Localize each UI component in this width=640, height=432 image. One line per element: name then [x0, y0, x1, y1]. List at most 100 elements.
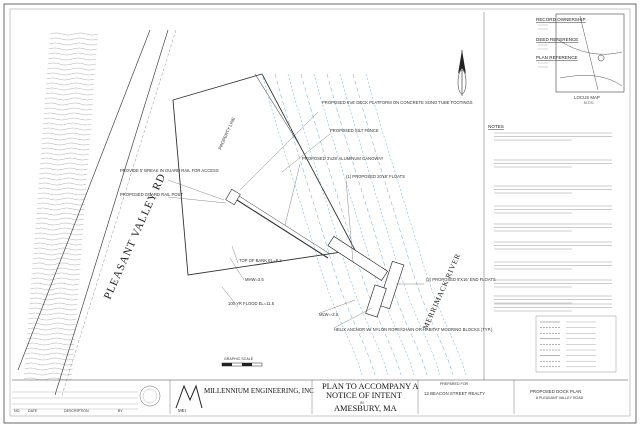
hatch-line — [43, 122, 92, 126]
hatch-line — [27, 322, 77, 326]
contour-line — [339, 73, 441, 376]
hatch-line — [33, 252, 82, 256]
hatch-line — [34, 237, 83, 241]
gangway — [236, 199, 329, 259]
contour-line — [274, 73, 376, 376]
label-anchor: HELIX ANCHOR W/ NYLON ROPE/CHAIN OR HABI… — [334, 327, 493, 332]
label-deck: PROPOSED 6'x8' DECK PLATFORM ON CONCRETE… — [322, 100, 473, 105]
notes-text-lines — [494, 24, 612, 312]
hatch-line — [32, 267, 81, 271]
hatch-line — [40, 157, 89, 161]
locus-map-scale: N.T.S. — [584, 101, 594, 105]
contour-line — [300, 73, 402, 376]
graphic-scale-bar — [221, 362, 263, 367]
hatch-line — [27, 332, 76, 336]
river-name: MERRIMACK RIVER — [421, 252, 463, 331]
hatch-line — [33, 242, 83, 246]
bank-hatch — [23, 32, 99, 381]
label-mlw: MLW=-3.0 — [319, 312, 339, 317]
water-contours — [261, 73, 467, 376]
contour-line — [313, 73, 415, 376]
hatch-line — [46, 77, 95, 81]
label-mhw: MHW=3.5 — [245, 277, 264, 282]
hatch-line — [24, 362, 73, 366]
plan-reference-title: PLAN REFERENCE — [536, 55, 578, 60]
hatch-line — [26, 342, 75, 346]
hatch-line — [43, 112, 92, 116]
hatch-line — [29, 302, 78, 306]
label-flood: 100 YR FLOOD EL=11.5 — [228, 301, 275, 306]
deck-platform — [225, 188, 241, 206]
hatch-line — [24, 372, 73, 376]
hatch-line — [35, 227, 84, 231]
hatch-line — [32, 262, 81, 266]
label-floats-8: (2) PROPOSED 8'X16' END FLOATS — [426, 277, 496, 282]
firm-short: MEI — [178, 408, 186, 413]
property-line-segment — [254, 73, 301, 147]
hatch-line — [40, 162, 89, 166]
legend-block — [535, 315, 617, 373]
hatch-line — [34, 232, 83, 236]
contour-line — [326, 73, 428, 376]
hatch-line — [49, 37, 98, 41]
hatch-line — [31, 272, 80, 276]
hatch-line — [31, 277, 80, 281]
end-float-2 — [365, 284, 387, 318]
firm-name: MILLENNIUM ENGINEERING, INC — [204, 387, 314, 395]
hatch-line — [32, 257, 81, 261]
locus-map-roads — [557, 15, 623, 91]
hatch-line — [33, 247, 82, 251]
sheet-subtitle: 8 PLEASANT VALLEY ROAD — [536, 396, 584, 400]
label-top-of-bank: TOP OF BANK EL=8.2 — [239, 258, 282, 263]
hatch-line — [41, 142, 90, 146]
hatch-line — [45, 97, 94, 101]
hatch-line — [28, 317, 77, 321]
label-graphic-scale: GRAPHIC SCALE — [224, 357, 254, 361]
road-edge-left — [17, 29, 151, 371]
plan-title-line-2: NOTICE OF INTENT — [326, 391, 402, 400]
locus-map-title: LOCUS MAP — [574, 95, 600, 100]
contour-line — [261, 73, 363, 376]
gangway-edge — [238, 195, 331, 255]
hatch-line — [38, 187, 87, 191]
hatch-line — [41, 137, 91, 141]
notes-title: NOTES — [488, 124, 504, 129]
town-name: AMESBURY, MA — [334, 404, 397, 413]
hatch-line — [39, 167, 88, 171]
hatch-line — [46, 82, 95, 86]
rev-col-no: NO. — [14, 409, 20, 413]
hatch-line — [24, 367, 73, 371]
hatch-line — [36, 212, 85, 216]
hatch-line — [48, 52, 97, 56]
rev-col-by: BY — [118, 409, 123, 413]
hatch-line — [37, 192, 86, 196]
hatch-line — [41, 147, 90, 151]
label-floats-20: (1) PROPOSED 20'x8' FLOATS — [346, 174, 405, 179]
prepared-for-label: PREPARED FOR — [440, 382, 468, 386]
contour-line — [365, 73, 467, 376]
hatch-line — [49, 42, 98, 46]
hatch-line — [37, 202, 86, 206]
hatch-line — [40, 152, 89, 156]
hatch-line — [43, 117, 92, 121]
contour-line — [287, 73, 389, 376]
hatch-line — [35, 222, 84, 226]
hatch-line — [30, 287, 79, 291]
sheet-border — [3, 3, 637, 424]
hatch-line — [25, 357, 74, 361]
road-edge-right — [54, 29, 169, 396]
property-line-label: PROPERTY LINE — [217, 116, 236, 150]
legend-lines — [540, 321, 596, 368]
engineer-seal — [139, 385, 161, 407]
mei-logo — [175, 384, 203, 409]
end-float-1 — [377, 260, 405, 310]
road-centerline — [61, 29, 177, 396]
hatch-line — [29, 307, 78, 311]
prepared-for-name: 12 BEACON STREET REALTY — [424, 391, 485, 396]
plan-title-line-3: IN — [360, 401, 364, 405]
hatch-line — [39, 172, 88, 176]
hatch-line — [44, 107, 93, 111]
hatch-line — [47, 62, 96, 66]
hatch-line — [25, 352, 74, 356]
